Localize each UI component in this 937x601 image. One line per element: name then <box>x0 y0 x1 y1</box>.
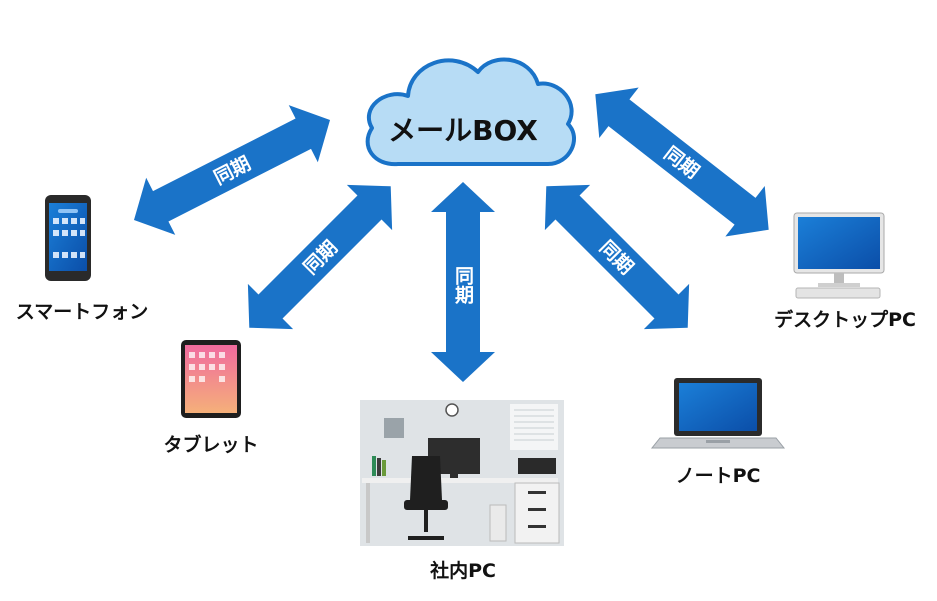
label-office-pc: 社内PC <box>429 559 496 582</box>
desktop-monitor-icon <box>793 212 885 299</box>
tablet-icon <box>181 340 241 418</box>
office-desk-illustration <box>360 400 564 546</box>
label-laptop: ノートPC <box>676 465 761 487</box>
laptop-icon <box>650 378 786 449</box>
arrow-smartphone: 同期 <box>133 105 331 235</box>
smartphone-icon <box>45 195 91 281</box>
label-smartphone: スマートフォン <box>16 301 148 323</box>
hub-label: メールBOX <box>388 114 538 147</box>
arrow-office-pc <box>431 182 495 382</box>
label-desktop: デスクトップPC <box>774 308 916 331</box>
cloud-icon <box>365 57 576 167</box>
sync-label-office-pc: 同期 <box>452 266 474 305</box>
arrow-tablet: 同期 <box>247 184 393 330</box>
label-tablet: タブレット <box>163 433 258 456</box>
arrow-laptop: 同期 <box>544 184 690 330</box>
